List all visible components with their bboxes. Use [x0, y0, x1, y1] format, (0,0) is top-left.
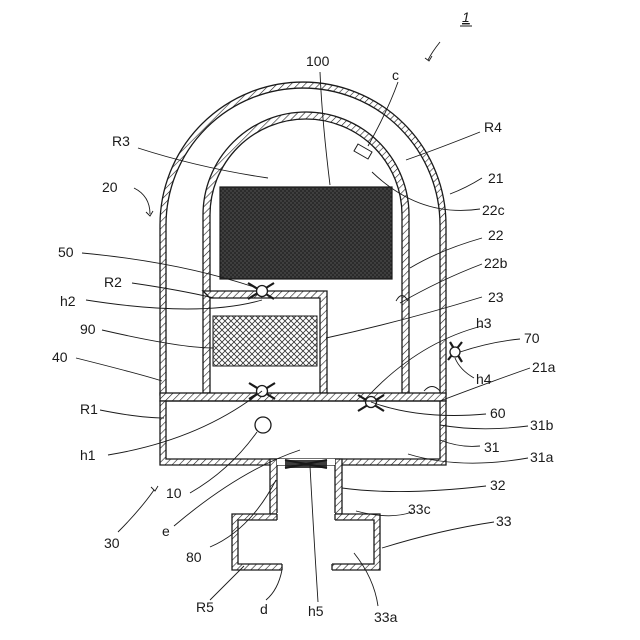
- label-22: 22: [488, 227, 504, 243]
- label-80: 80: [186, 549, 202, 565]
- label-50: 50: [58, 244, 74, 260]
- lower-chamber-33: [232, 514, 380, 570]
- label-21: 21: [488, 170, 504, 186]
- label-R4: R4: [484, 119, 502, 135]
- label-d: d: [260, 601, 268, 617]
- filter-90: [213, 316, 317, 366]
- membrane-h5-plate: [285, 460, 327, 468]
- label-23: 23: [488, 289, 504, 305]
- object-100: [220, 187, 392, 279]
- label-c: c: [392, 67, 399, 83]
- label-h2: h2: [60, 293, 76, 309]
- label-31: 31: [484, 439, 500, 455]
- label-R3: R3: [112, 133, 130, 149]
- label-90: 90: [80, 321, 96, 337]
- label-R2: R2: [104, 274, 122, 290]
- label-e: e: [162, 523, 170, 539]
- label-33: 33: [496, 513, 512, 529]
- label-22b: 22b: [484, 255, 508, 271]
- port-10: [255, 417, 271, 433]
- neck-opening-top: [277, 513, 335, 521]
- valve-70-ball: [450, 347, 460, 357]
- label-33c: 33c: [408, 501, 431, 517]
- label-22c: 22c: [482, 202, 505, 218]
- label-31b: 31b: [530, 417, 554, 433]
- label-32: 32: [490, 477, 506, 493]
- label-33a: 33a: [374, 609, 398, 625]
- opening-d: [282, 563, 332, 571]
- label-10: 10: [166, 485, 182, 501]
- base-plate: [160, 393, 446, 401]
- label-21a: 21a: [532, 359, 556, 375]
- label-h4: h4: [476, 371, 492, 387]
- label-R5: R5: [196, 599, 214, 615]
- label-31a: 31a: [530, 449, 554, 465]
- neck-32-right: [335, 459, 342, 514]
- neck-32-left: [270, 459, 277, 514]
- label-30: 30: [104, 535, 120, 551]
- label-100: 100: [306, 53, 330, 69]
- figure-number: 1: [462, 9, 470, 25]
- label-h3: h3: [476, 315, 492, 331]
- label-40: 40: [52, 349, 68, 365]
- label-h5: h5: [308, 603, 324, 619]
- label-h1: h1: [80, 447, 96, 463]
- label-R1: R1: [80, 401, 98, 417]
- label-70: 70: [524, 330, 540, 346]
- valve-50-ball: [257, 286, 268, 297]
- slit-c: [354, 144, 372, 159]
- label-20: 20: [102, 179, 118, 195]
- label-60: 60: [490, 405, 506, 421]
- surface-mark-21a: [424, 387, 440, 392]
